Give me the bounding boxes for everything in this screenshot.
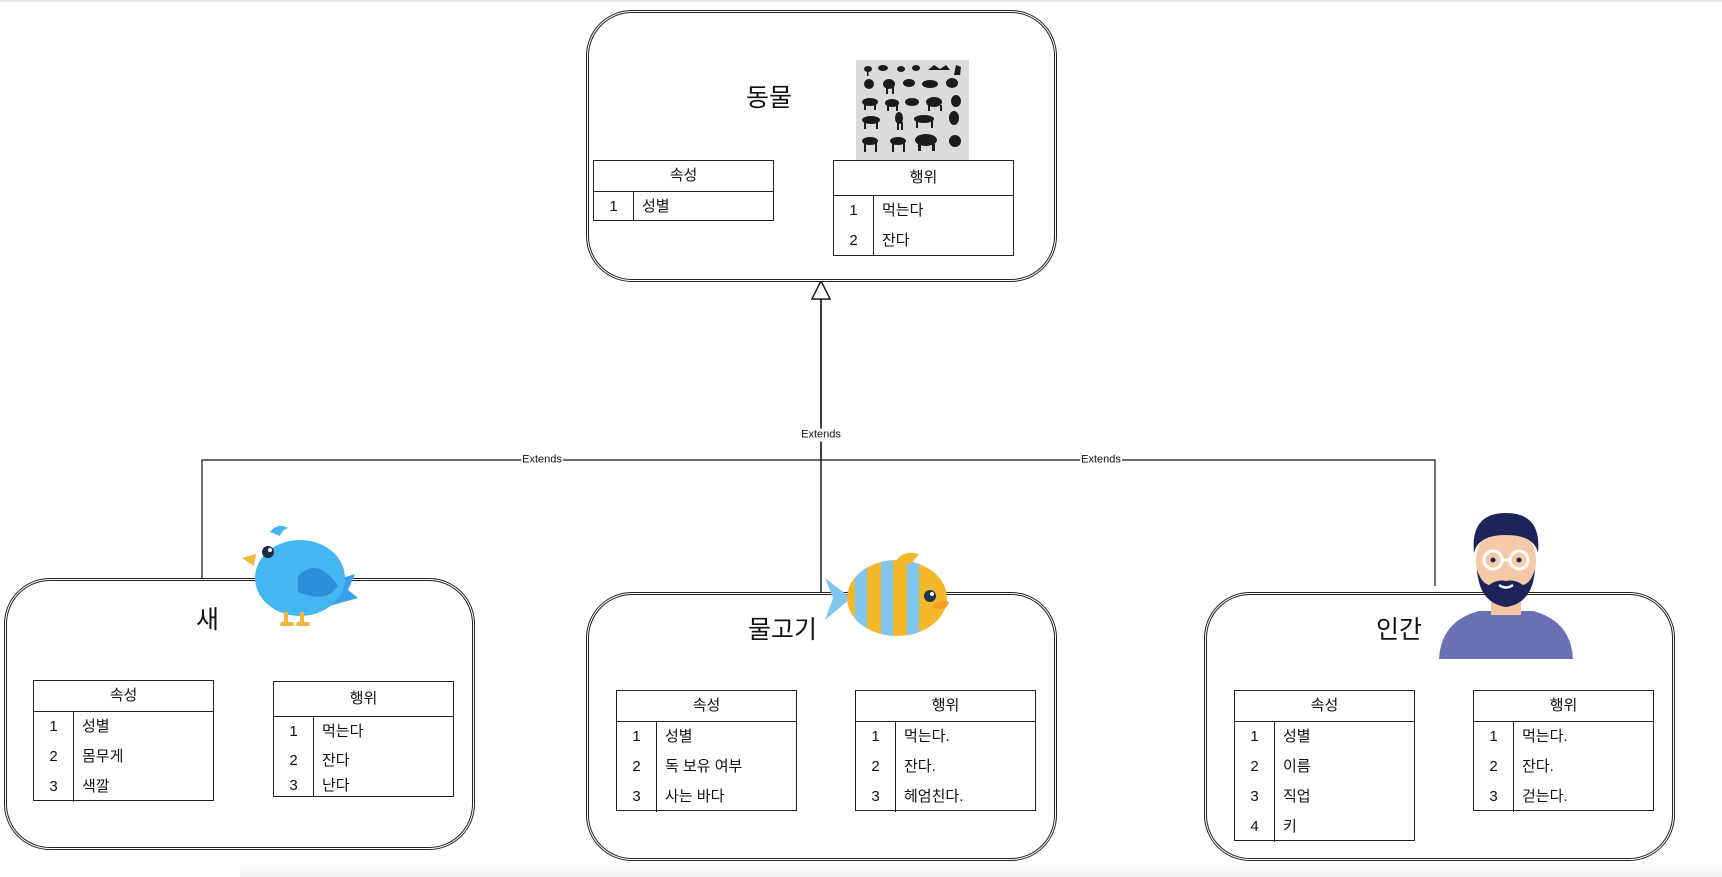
bird-behaviors-header: 행위 <box>274 682 453 717</box>
row-number: 3 <box>1235 782 1275 812</box>
row-number: 2 <box>274 747 314 775</box>
fish-behaviors-table: 행위 1 먹는다. 2 잔다. 3 헤엄친다. <box>855 690 1036 812</box>
fish-attributes-header: 속성 <box>617 691 796 722</box>
row-number: 2 <box>617 752 657 782</box>
canvas-bottom-edge <box>240 861 1722 877</box>
row-value: 먹는다. <box>904 728 950 745</box>
animal-behaviors-table: 행위 1 먹는다 2 잔다 <box>833 160 1014 256</box>
edge-label-fish: Extends <box>800 428 842 442</box>
table-row: 3 난다 <box>274 775 453 797</box>
table-row: 1 먹는다. <box>856 722 1035 752</box>
row-number: 1 <box>34 712 74 742</box>
table-row: 2 잔다 <box>834 226 1013 256</box>
row-number: 1 <box>1474 722 1514 752</box>
row-value: 직업 <box>1283 788 1311 805</box>
row-number: 2 <box>834 226 874 256</box>
row-value: 성별 <box>1283 728 1311 745</box>
bird-attributes-header: 속성 <box>34 681 213 712</box>
class-title-bird: 새 <box>196 606 220 634</box>
table-row: 3 색깔 <box>34 772 213 802</box>
bird-behaviors-table: 행위 1 먹는다 2 잔다 3 난다 <box>273 681 454 797</box>
animal-silhouettes-icon <box>856 60 969 160</box>
row-value: 성별 <box>82 718 110 735</box>
fish-icon <box>823 548 953 646</box>
class-title-animal: 동물 <box>746 84 793 112</box>
row-number: 4 <box>1235 812 1275 842</box>
bird-icon <box>240 518 360 628</box>
bird-attributes-table: 속성 1 성별 2 몸무게 3 색깔 <box>33 680 214 802</box>
row-number: 1 <box>856 722 896 752</box>
table-row: 3 걷는다. <box>1474 782 1653 812</box>
row-value: 먹는다. <box>1522 728 1568 745</box>
row-value: 독 보유 여부 <box>665 758 743 775</box>
human-behaviors-header: 행위 <box>1474 691 1653 722</box>
edge-human-to-animal[interactable] <box>821 282 1436 586</box>
row-number: 1 <box>594 192 634 221</box>
class-title-human: 인간 <box>1376 616 1423 644</box>
row-number: 3 <box>856 782 896 812</box>
row-number: 1 <box>834 196 874 226</box>
human-avatar-icon <box>1439 513 1573 659</box>
table-row: 1 먹는다 <box>274 717 453 747</box>
table-row: 3 헤엄친다. <box>856 782 1035 812</box>
class-title-fish: 물고기 <box>748 616 818 644</box>
human-behaviors-table: 행위 1 먹는다. 2 잔다. 3 걷는다. <box>1473 690 1654 812</box>
row-value: 잔다 <box>882 232 910 249</box>
table-row: 2 몸무게 <box>34 742 213 772</box>
table-row: 2 잔다 <box>274 747 453 775</box>
row-value: 난다 <box>322 777 350 794</box>
row-value: 먹는다 <box>882 202 924 219</box>
edge-label-bird: Extends <box>521 453 563 467</box>
table-row: 3 사는 바다 <box>617 782 796 812</box>
row-number: 2 <box>34 742 74 772</box>
edge-label-human: Extends <box>1080 453 1122 467</box>
animal-behaviors-header: 행위 <box>834 161 1013 196</box>
table-row: 1 먹는다. <box>1474 722 1653 752</box>
row-number: 1 <box>1235 722 1275 752</box>
fish-attributes-table: 속성 1 성별 2 독 보유 여부 3 사는 바다 <box>616 690 797 812</box>
table-row: 2 잔다. <box>856 752 1035 782</box>
table-row: 4 키 <box>1235 812 1414 842</box>
row-number: 1 <box>617 722 657 752</box>
row-value: 잔다. <box>904 758 936 775</box>
canvas-top-border <box>0 0 1722 2</box>
row-number: 2 <box>1235 752 1275 782</box>
human-attributes-header: 속성 <box>1235 691 1414 722</box>
table-row: 1 먹는다 <box>834 196 1013 226</box>
row-value: 잔다 <box>322 752 350 769</box>
row-number: 1 <box>274 717 314 747</box>
row-value: 걷는다. <box>1522 788 1568 805</box>
row-number: 2 <box>856 752 896 782</box>
table-row: 1 성별 <box>594 192 773 221</box>
row-value: 먹는다 <box>322 723 364 740</box>
table-row: 2 잔다. <box>1474 752 1653 782</box>
fish-behaviors-header: 행위 <box>856 691 1035 722</box>
row-value: 이름 <box>1283 758 1311 775</box>
row-number: 3 <box>1474 782 1514 812</box>
row-value: 잔다. <box>1522 758 1554 775</box>
animal-attributes-header: 속성 <box>594 161 773 192</box>
table-row: 2 독 보유 여부 <box>617 752 796 782</box>
table-row: 1 성별 <box>1235 722 1414 752</box>
row-number: 3 <box>34 772 74 802</box>
row-value: 색깔 <box>82 778 110 795</box>
table-row: 1 성별 <box>617 722 796 752</box>
human-attributes-table: 속성 1 성별 2 이름 3 직업 4 키 <box>1234 690 1415 842</box>
row-value: 사는 바다 <box>665 788 725 805</box>
row-value: 키 <box>1283 818 1297 835</box>
row-value: 성별 <box>665 728 693 745</box>
row-value: 헤엄친다. <box>904 788 964 805</box>
animal-attributes-table: 속성 1 성별 <box>593 160 774 221</box>
row-number: 3 <box>617 782 657 812</box>
table-row: 3 직업 <box>1235 782 1414 812</box>
row-number: 2 <box>1474 752 1514 782</box>
table-row: 2 이름 <box>1235 752 1414 782</box>
row-number: 3 <box>274 775 314 797</box>
table-row: 1 성별 <box>34 712 213 742</box>
row-value: 성별 <box>642 198 670 215</box>
row-value: 몸무게 <box>82 748 124 765</box>
